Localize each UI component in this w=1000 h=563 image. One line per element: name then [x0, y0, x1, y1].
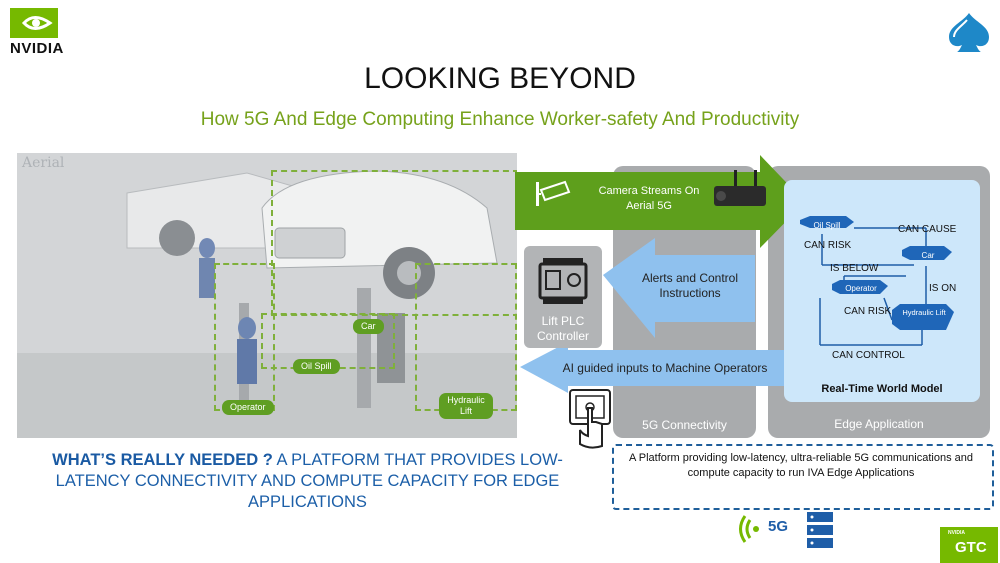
touchscreen-hand-icon: [568, 388, 614, 450]
page-title: LOOKING BEYOND: [364, 62, 636, 95]
rel-can-control: CAN CONTROL: [832, 350, 905, 361]
operator-node-label: Operator: [845, 284, 877, 293]
car-node-label: Car: [921, 251, 935, 260]
world-model-title: Real-Time World Model: [821, 383, 943, 395]
gtc-brand: NVIDIA: [948, 530, 965, 536]
hydraulic-lift-detection-box: [415, 263, 517, 411]
5g-camera-device-icon: [712, 170, 768, 216]
lift-plc-controller: [524, 246, 602, 348]
world-model-graph: [800, 216, 954, 346]
partner-logo: [945, 10, 993, 54]
oil-spill-node-label: Oil Spill: [813, 221, 841, 230]
node-hydraulic-lift: [892, 304, 954, 330]
camera-feed-image: Aerial Car Oil Spill Operator Hydraulic …: [17, 153, 517, 438]
gtc-label: GTC: [955, 539, 987, 556]
garage-scene-illustration: [17, 153, 517, 438]
node-oil-spill: [800, 216, 854, 228]
cctv-camera-icon: [535, 180, 575, 210]
server-icon: [805, 510, 835, 552]
signal-waves-icon: [736, 514, 766, 544]
oil-spill-label: Oil Spill: [293, 359, 340, 374]
ai-inputs-arrow: [520, 342, 785, 393]
nvidia-wordmark: NVIDIA: [10, 40, 64, 57]
nvidia-eye-icon: [10, 8, 58, 38]
node-car: [902, 246, 952, 260]
nvidia-logo: NVIDIA: [10, 8, 70, 57]
plc-label: Lift PLC Controller: [536, 314, 590, 343]
five-g-label: 5G: [768, 518, 789, 535]
alerts-arrow: [603, 238, 755, 338]
node-operator: [832, 280, 888, 294]
rel-is-on: IS ON: [929, 283, 957, 294]
hydraulic-lift-node-label: Hydraulic Lift: [902, 308, 946, 317]
camera-stream-arrow: [515, 155, 805, 248]
needed-question: WHAT’S REALLY NEEDED ?: [52, 451, 273, 469]
needed-answer: A PLATFORM THAT PROVIDES LOW-LATENCY CON…: [55, 451, 563, 511]
gtc-badge: [940, 527, 998, 563]
rel-can-risk-2: CAN RISK: [844, 306, 892, 317]
world-model-panel: Oil Spill Car Operator Hydraulic Lift CA…: [784, 180, 980, 402]
connectivity-label: 5G Connectivity: [642, 418, 727, 432]
alerts-text: Alerts and Control Instructions: [641, 271, 739, 300]
ai-inputs-text: AI guided inputs to Machine Operators: [562, 361, 768, 375]
platform-box: [612, 444, 994, 510]
hydraulic-lift-label: Hydraulic Lift: [439, 393, 493, 419]
platform-text: A Platform providing low-latency, ultra-…: [628, 452, 973, 479]
rel-can-risk-1: CAN RISK: [804, 240, 852, 251]
needed-statement: WHAT’S REALLY NEEDED ? A PLATFORM THAT P…: [30, 450, 585, 513]
edge-application-label: Edge Application: [834, 417, 924, 431]
flow-arrows: [515, 155, 805, 393]
operator-label: Operator: [222, 400, 274, 415]
page-subtitle: How 5G And Edge Computing Enhance Worker…: [200, 109, 800, 130]
camera-caption: Aerial: [22, 155, 65, 171]
car-label: Car: [353, 319, 384, 334]
rel-can-cause: CAN CAUSE: [898, 224, 957, 235]
plc-icon: [538, 258, 588, 304]
camera-streams-text: Camera Streams On Aerial 5G: [598, 185, 700, 212]
rel-is-below: IS BELOW: [830, 263, 879, 274]
